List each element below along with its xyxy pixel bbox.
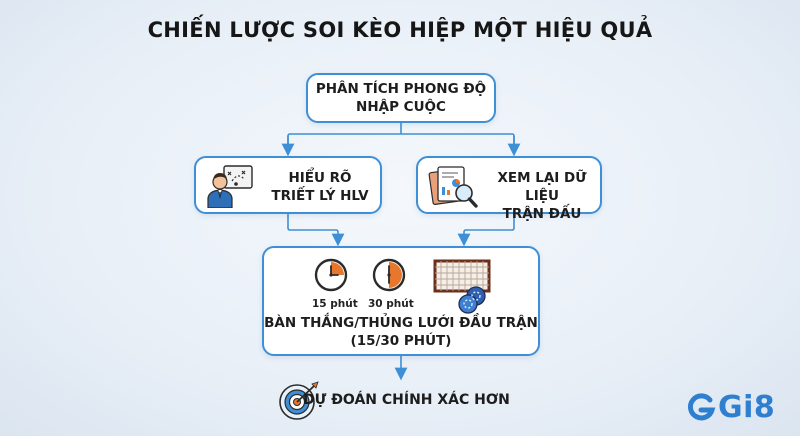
connector-coach-down <box>287 214 345 247</box>
node-coach-line2: TRIẾT LÝ HLV <box>271 188 369 204</box>
node-goals-line2: (15/30 PHÚT) <box>350 333 452 349</box>
node-analysis-line2: NHẬP CUỘC <box>356 99 446 115</box>
node-data: XEM LẠI DỮ LIỆU TRẬN ĐẤU <box>416 156 602 222</box>
goal-net-icon <box>433 259 491 314</box>
time-label-15: 15 phút <box>312 298 358 310</box>
report-magnifier-icon <box>428 166 478 208</box>
brand-logo: Gi8 <box>686 390 775 425</box>
node-goals: 15 phút 30 phút BÀN THẮNG/THỦNG LƯỚI ĐẦU… <box>262 246 540 356</box>
node-data-line2: TRẬN ĐẤU <box>502 206 582 222</box>
time-label-30: 30 phút <box>368 298 414 310</box>
result-label: DỰ ĐOÁN CHÍNH XÁC HƠN <box>303 392 510 408</box>
page-title: CHIẾN LƯỢC SOI KÈO HIỆP MỘT HIỆU QUẢ <box>147 18 653 42</box>
node-data-line1: XEM LẠI DỮ LIỆU <box>497 170 587 204</box>
coach-tactics-icon <box>207 165 253 208</box>
node-analysis: PHÂN TÍCH PHONG ĐỘ NHẬP CUỘC <box>306 73 496 123</box>
connector-split <box>287 133 515 148</box>
g-logo-icon <box>687 392 716 420</box>
node-goals-line1: BÀN THẮNG/THỦNG LƯỚI ĐẦU TRẬN <box>264 315 538 331</box>
node-analysis-line1: PHÂN TÍCH PHONG ĐỘ <box>315 81 487 97</box>
node-coach: HIỂU RÕ TRIẾT LÝ HLV <box>194 156 382 214</box>
clock-15-icon <box>314 258 348 292</box>
clock-30-icon <box>372 258 406 292</box>
connector-data-down <box>457 214 515 247</box>
brand-name: Gi8 <box>718 390 776 425</box>
node-coach-line1: HIỂU RÕ <box>288 170 352 186</box>
target-arrow-icon <box>279 381 319 420</box>
